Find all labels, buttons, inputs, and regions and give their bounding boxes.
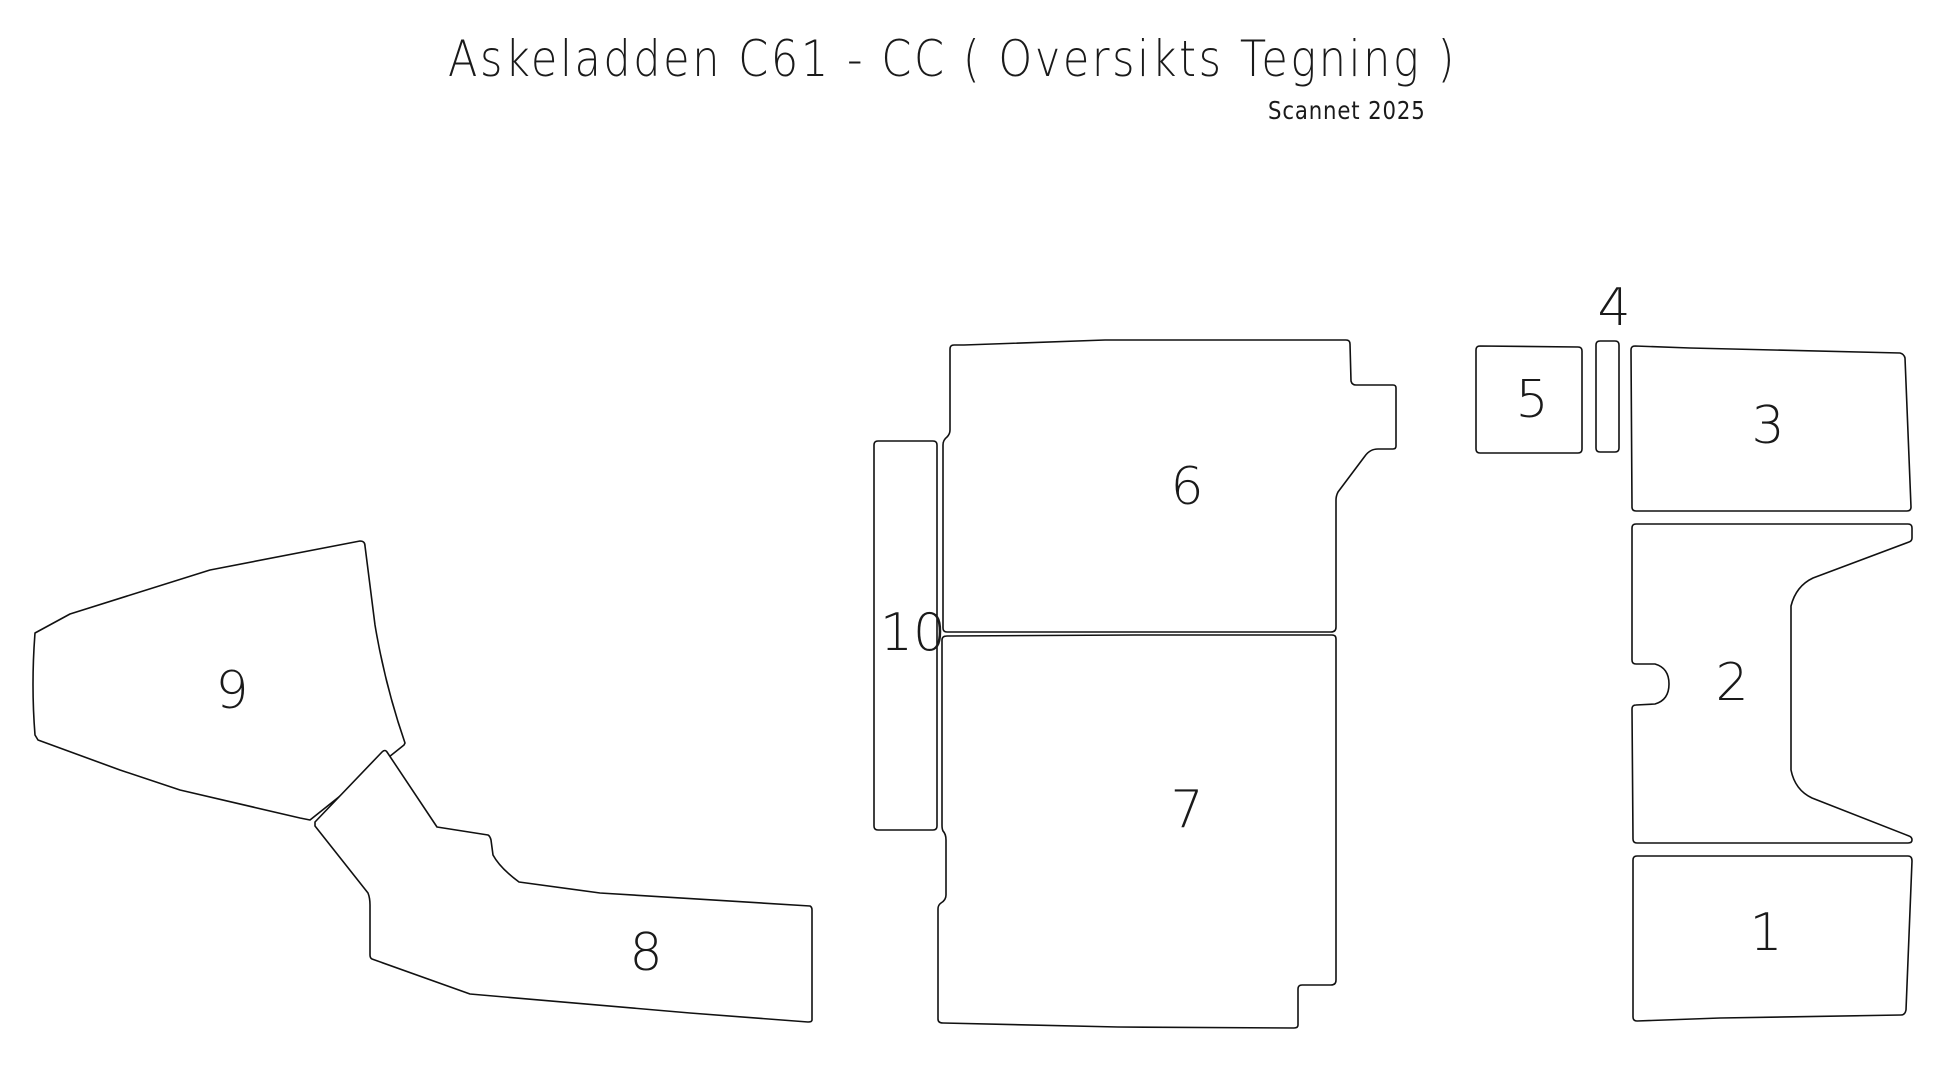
piece-2[interactable]: 2 [1631, 523, 1913, 844]
piece-4-label: 4 [1597, 278, 1630, 338]
piece-6-label: 6 [1170, 457, 1203, 517]
piece-9-label: 9 [215, 661, 248, 721]
piece-3[interactable]: 3 [1630, 345, 1912, 512]
piece-8[interactable]: 8 [314, 749, 813, 1023]
piece-5[interactable]: 5 [1475, 345, 1583, 454]
drawing-subtitle: Scannet 2025 [1268, 96, 1426, 125]
piece-4[interactable]: 4 [1595, 278, 1631, 453]
piece-1[interactable]: 1 [1632, 855, 1913, 1022]
piece-1-label: 1 [1749, 903, 1782, 963]
piece-5-label: 5 [1515, 370, 1548, 430]
piece-7[interactable]: 7 [937, 634, 1337, 1029]
piece-10-label: 10 [880, 603, 946, 663]
piece-2-label: 2 [1715, 653, 1748, 713]
piece-7-label: 7 [1170, 780, 1203, 840]
piece-3-label: 3 [1751, 396, 1784, 456]
piece-6[interactable]: 6 [942, 339, 1397, 633]
piece-8-label: 8 [629, 923, 662, 983]
piece-9[interactable]: 9 [32, 540, 406, 821]
piece-10[interactable]: 10 [873, 440, 946, 831]
